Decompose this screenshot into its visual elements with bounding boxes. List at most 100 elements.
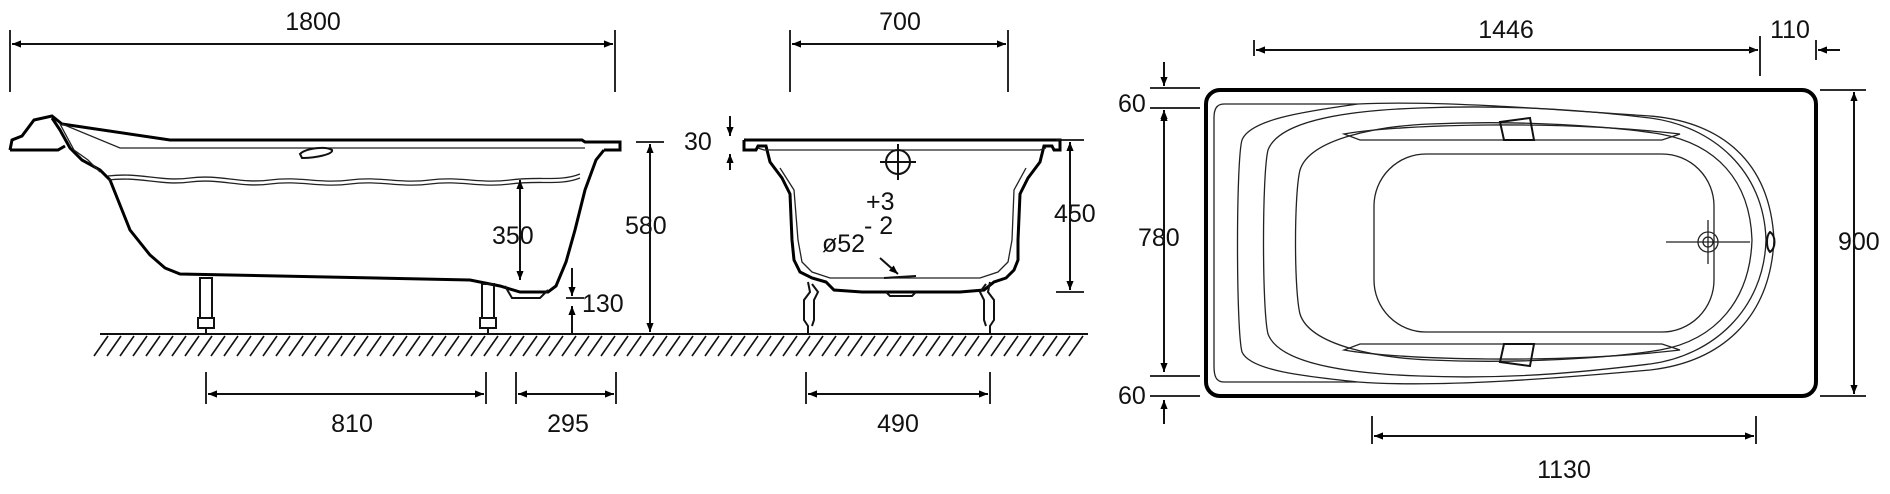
side-length-label: 1800 [285,8,341,36]
top-view-bathtub [1204,88,1818,398]
hatch-line [678,335,694,357]
hatch-line [821,335,837,357]
hatch-line [210,335,226,357]
hatch-line [171,335,187,357]
hatch-line [951,335,967,357]
hatch-line [93,335,109,357]
hatch-line [613,335,629,357]
hatch-line [860,335,876,357]
hatch-line [249,335,265,357]
hatch-line [301,335,317,357]
end-height-label: 450 [1054,200,1096,228]
hatch-line [756,335,772,357]
hatch-line [587,335,603,357]
hatch-line [899,335,915,357]
hatch-line [340,335,356,357]
hatch-line [236,335,252,357]
hatch-line [990,335,1006,357]
tolerance-minus-label: - 2 [864,212,893,240]
hatch-line [964,335,980,357]
hatch-line [977,335,993,357]
hatch-line [886,335,902,357]
side-view-dimensions: 1800 580 350 130 810 295 [9,8,667,438]
end-rim-label: 30 [684,128,712,156]
hatch-line [834,335,850,357]
bottom-length-label: 1130 [1537,456,1591,484]
end-view-overflow-icon [880,144,916,180]
hatch-line [665,335,681,357]
hatch-line [1055,335,1071,357]
hatch-line [496,335,512,357]
side-leg-spacing-label: 810 [331,410,373,438]
hatch-line [522,335,538,357]
drain-diameter-label: ø52 [822,230,865,258]
hatch-line [431,335,447,357]
hatch-line [691,335,707,357]
end-view-leg-left [803,281,820,334]
hatch-line [600,335,616,357]
hatch-line [314,335,330,357]
hatch-line [184,335,200,357]
top-inner-length-label: 1446 [1478,16,1534,44]
side-height-label: 580 [625,212,667,240]
hatch-line [132,335,148,357]
ground-hatching [93,335,1084,357]
hatch-line [1016,335,1032,357]
end-view-dimensions: 700 30 450 +3 - 2 ø52 490 [684,8,1096,438]
side-view-bathtub [8,114,622,334]
hatch-line [925,335,941,357]
hatch-line [717,335,733,357]
top-view-dimensions: 1446 110 60 780 60 900 1130 [1118,16,1880,484]
hatch-line [444,335,460,357]
hatch-line [574,335,590,357]
hatch-line [912,335,928,357]
hatch-line [548,335,564,357]
hatch-line [405,335,421,357]
end-leg-spacing-label: 490 [877,410,919,438]
hatch-line [457,335,473,357]
hatch-line [808,335,824,357]
hatch-line [483,335,499,357]
side-depth-label: 350 [492,222,534,250]
hatch-line [392,335,408,357]
hatch-line [769,335,785,357]
side-drain-height-label: 130 [582,290,624,318]
bottom-margin-label: 60 [1118,382,1146,410]
end-width-label: 700 [879,8,921,36]
hatch-line [119,335,135,357]
hatch-line [197,335,213,357]
end-view-leg-right [978,281,995,334]
hatch-line [158,335,174,357]
hatch-line [938,335,954,357]
top-inner-width-label: 780 [1138,224,1180,252]
hatch-line [795,335,811,357]
hatch-line [561,335,577,357]
hatch-line [626,335,642,357]
hatch-line [470,335,486,357]
hatch-line [782,335,798,357]
ground-line [93,333,1088,357]
hatch-line [379,335,395,357]
hatch-line [223,335,239,357]
hatch-line [1029,335,1045,357]
tolerance-plus-label: +3 [866,188,895,216]
hatch-line [509,335,525,357]
hatch-line [418,335,434,357]
hatch-line [535,335,551,357]
hatch-line [145,335,161,357]
hatch-line [262,335,278,357]
top-margin-label: 60 [1118,90,1146,118]
side-view-leg-left [197,277,215,334]
hatch-line [1042,335,1058,357]
hatch-line [106,335,122,357]
top-view-drain-icon [1666,220,1750,264]
side-view-leg-right [479,283,497,334]
top-width-label: 900 [1838,228,1880,256]
hatch-line [1003,335,1019,357]
hatch-line [1068,335,1084,357]
hatch-line [327,335,343,357]
hatch-line [353,335,369,357]
hatch-line [873,335,889,357]
top-offset-label: 110 [1770,16,1810,44]
